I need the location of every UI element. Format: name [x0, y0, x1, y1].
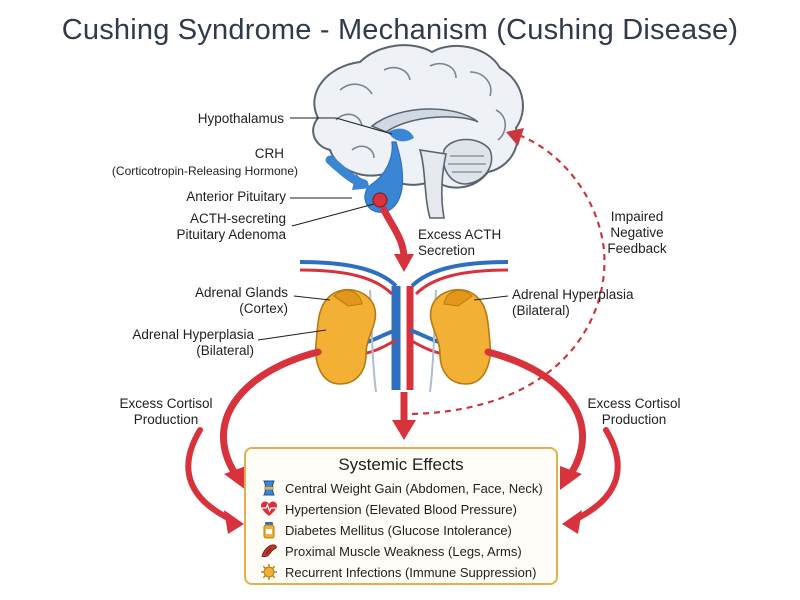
acth-arrowhead — [394, 254, 414, 272]
label-hyperplasia-right-line1: Adrenal Hyperplasia — [512, 287, 634, 302]
page-title: Cushing Syndrome - Mechanism (Cushing Di… — [61, 14, 739, 46]
label-crh-full: (Corticotropin-Releasing Hormone) — [111, 164, 298, 178]
feedback-arrowhead — [506, 128, 524, 146]
label-cortisol-left-line2: Production — [133, 412, 199, 427]
label-hyperplasia-right-line2: (Bilateral) — [512, 303, 570, 318]
label-cortisol-right-line2: Production — [601, 412, 667, 427]
systemic-effects-title: Systemic Effects — [338, 455, 464, 474]
label-hyperplasia-left-line2: (Bilateral) — [196, 343, 254, 358]
label-feedback-line2: Negative — [610, 225, 664, 240]
label-excess-acth-line2: Secretion — [418, 243, 476, 258]
label-cortisol-right-line1: Excess Cortisol — [587, 396, 681, 411]
right-adrenal-gland — [429, 288, 492, 385]
label-hypothalamus: Hypothalamus — [197, 111, 284, 126]
effect-text: Recurrent Infections (Immune Suppression… — [285, 564, 537, 580]
effect-item: Central Weight Gain (Abdomen, Face, Neck… — [260, 478, 543, 498]
pill-bottle-icon — [263, 522, 275, 539]
virus-icon — [261, 564, 277, 580]
label-feedback-line1: Impaired — [610, 209, 664, 224]
label-adrenal-glands-line1: Adrenal Glands — [194, 285, 288, 300]
label-adenoma-line2: Pituitary Adenoma — [176, 227, 286, 242]
left-adrenal-gland — [314, 288, 377, 385]
central-cortisol-arrowhead — [392, 420, 416, 440]
label-adenoma-line1: ACTH-secreting — [189, 211, 286, 226]
blood-vessels — [299, 260, 509, 393]
leader-lines — [257, 117, 509, 341]
effect-text: Central Weight Gain (Abdomen, Face, Neck… — [285, 480, 543, 496]
acth-arrow — [380, 206, 408, 262]
effect-text: Diabetes Mellitus (Glucose Intolerance) — [285, 522, 512, 538]
label-excess-acth-line1: Excess ACTH — [418, 227, 502, 242]
label-hyperplasia-left-line1: Adrenal Hyperplasia — [132, 327, 254, 342]
right-cortisol-arrows — [484, 348, 621, 534]
crh-arrowhead — [352, 174, 372, 190]
left-cortisol-arrows — [185, 348, 322, 534]
heart-pulse-icon — [261, 501, 277, 516]
effect-text: Hypertension (Elevated Blood Pressure) — [285, 501, 517, 517]
effect-text: Proximal Muscle Weakness (Legs, Arms) — [285, 543, 522, 559]
systemic-effects-box: Systemic Effects Central Weight Gain (Ab… — [244, 447, 558, 585]
pituitary-illustration — [364, 141, 404, 213]
feedback-dashed-arrow — [411, 132, 606, 416]
effect-item: Diabetes Mellitus (Glucose Intolerance) — [260, 520, 512, 540]
adenoma-marker — [372, 192, 388, 208]
label-adrenal-glands-line2: (Cortex) — [239, 301, 288, 316]
muscle-icon — [261, 544, 277, 558]
waist-icon — [263, 480, 275, 496]
effect-item: Recurrent Infections (Immune Suppression… — [260, 562, 536, 582]
label-anterior-pituitary: Anterior Pituitary — [186, 189, 286, 204]
label-crh: CRH — [254, 146, 284, 161]
effect-item: Proximal Muscle Weakness (Legs, Arms) — [260, 541, 522, 561]
effect-item: Hypertension (Elevated Blood Pressure) — [260, 499, 517, 519]
brain-illustration — [312, 44, 524, 219]
label-feedback-line3: Feedback — [607, 241, 667, 256]
label-cortisol-left-line1: Excess Cortisol — [119, 396, 213, 411]
